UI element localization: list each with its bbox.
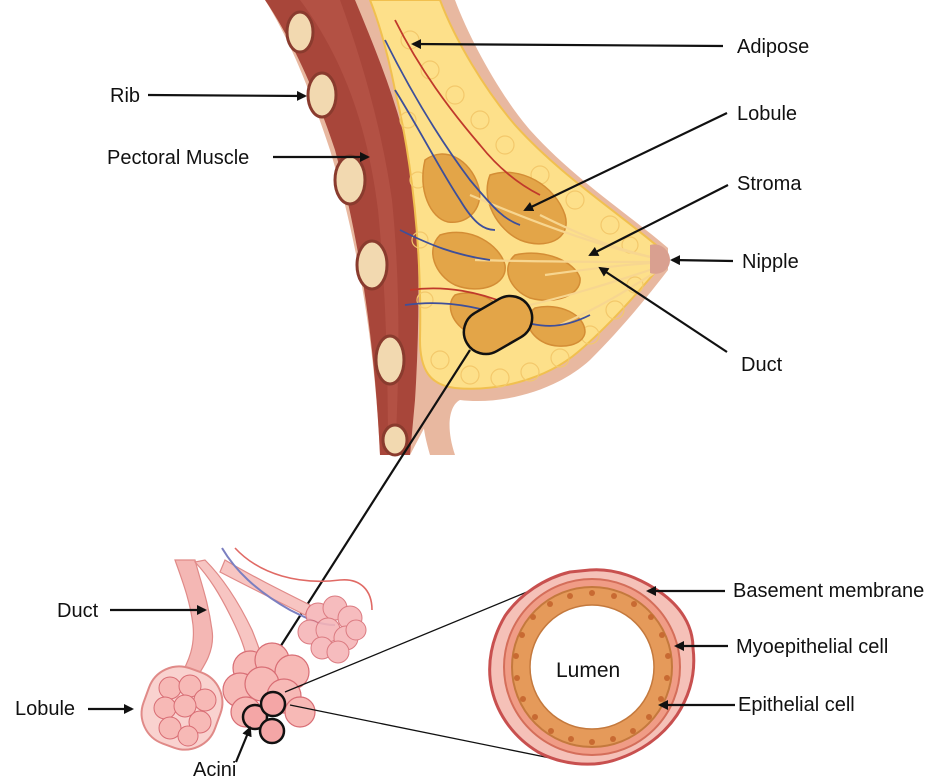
label-epithelial-cell: Epithelial cell	[738, 695, 855, 715]
label-acini: Acini	[193, 760, 236, 780]
label-rib: Rib	[110, 86, 140, 106]
lobule-detail	[133, 548, 372, 759]
label-lumen: Lumen	[556, 660, 620, 681]
label-basement-membrane: Basement membrane	[733, 581, 924, 601]
label-pectoral-muscle: Pectoral Muscle	[107, 148, 249, 168]
label-myoepithelial-cell: Myoepithelial cell	[736, 637, 888, 657]
breast-cross-section	[265, 0, 670, 455]
label-adipose: Adipose	[737, 37, 809, 57]
label-duct-top: Duct	[741, 355, 782, 375]
label-duct-bottom: Duct	[57, 601, 98, 621]
label-nipple: Nipple	[742, 252, 799, 272]
label-lobule-top: Lobule	[737, 104, 797, 124]
label-lobule-bottom: Lobule	[15, 699, 75, 719]
duct-trunk	[175, 560, 213, 680]
label-stroma: Stroma	[737, 174, 801, 194]
